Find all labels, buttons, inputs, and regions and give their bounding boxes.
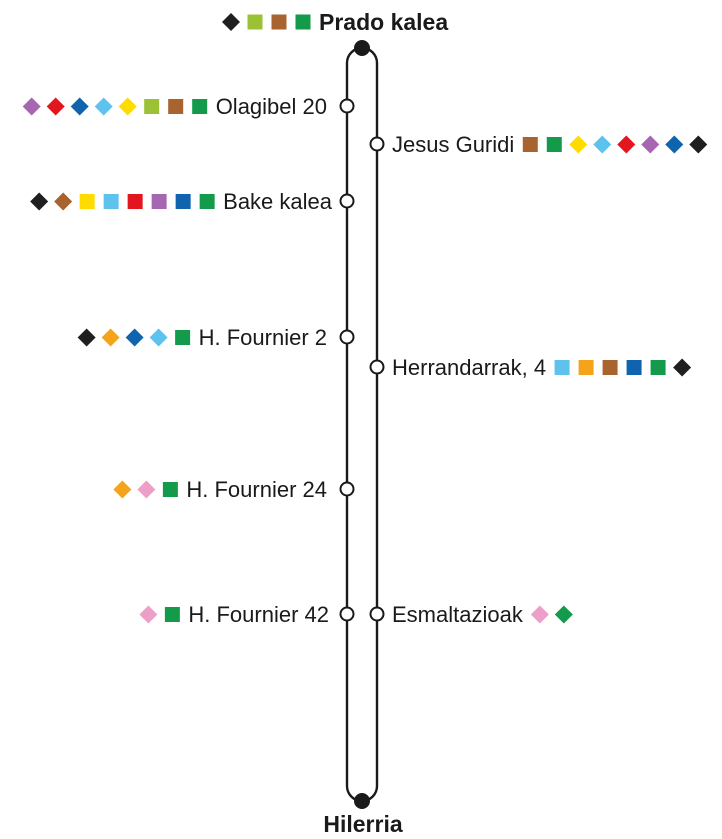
terminus-top-label: Prado kalea: [319, 9, 448, 35]
terminus-bottom-dot: [354, 793, 370, 809]
line-purple-diamond-icon: [22, 97, 41, 116]
stop-line-icons: [139, 605, 180, 624]
stop-jesus-guridi[interactable]: Jesus Guridi: [369, 132, 708, 157]
stop-label: H. Fournier 24: [186, 477, 327, 502]
stop-marker: [339, 481, 355, 497]
terminus-top-dot: [354, 40, 370, 56]
line-pink-diamond-icon: [139, 605, 158, 624]
line-yellow-square-icon: [79, 194, 95, 209]
stop-h-fournier-2[interactable]: H. Fournier 2: [77, 325, 355, 350]
line-orange-diamond-icon: [113, 480, 132, 499]
stop-esmaltazioak[interactable]: Esmaltazioak: [369, 602, 573, 627]
line-yellow-diamond-icon: [569, 135, 588, 154]
line-sky-diamond-icon: [149, 328, 168, 347]
stop-line-icons: [113, 480, 178, 499]
line-green-square-icon: [546, 137, 562, 152]
stop-h-fournier-24[interactable]: H. Fournier 24: [113, 477, 355, 502]
line-yellow-diamond-icon: [118, 97, 137, 116]
stop-line-icons: [30, 192, 215, 211]
stop-marker: [339, 193, 355, 209]
line-red-square-icon: [127, 194, 143, 209]
route-loop-track: [345, 46, 379, 803]
line-red-diamond-icon: [46, 97, 65, 116]
line-blue-square-icon: [175, 194, 191, 209]
line-black-diamond-icon: [30, 192, 49, 211]
line-sky-diamond-icon: [94, 97, 113, 116]
stop-herrandarrak-4[interactable]: Herrandarrak, 4: [369, 355, 692, 380]
line-blue-diamond-icon: [665, 135, 684, 154]
line-sky-square-icon: [554, 360, 570, 375]
stop-h-fournier-42[interactable]: H. Fournier 42: [139, 602, 355, 627]
line-sky-square-icon: [103, 194, 119, 209]
line-green-square-icon: [295, 14, 311, 30]
stop-line-icons: [22, 97, 208, 116]
line-green-square-icon: [162, 482, 178, 497]
line-lime-square-icon: [144, 99, 160, 114]
line-green-square-icon: [164, 607, 180, 622]
terminus-bottom[interactable]: Hilerria: [323, 793, 403, 837]
line-lime-square-icon: [247, 14, 263, 30]
line-brown-square-icon: [271, 14, 287, 30]
stop-marker: [369, 359, 385, 375]
line-black-diamond-icon: [77, 328, 96, 347]
line-black-diamond-icon: [689, 135, 708, 154]
line-sky-diamond-icon: [593, 135, 612, 154]
line-green-square-icon: [192, 99, 208, 114]
stop-label: Jesus Guridi: [392, 132, 514, 157]
stop-line-icons: [554, 358, 692, 377]
stop-label: Bake kalea: [223, 189, 333, 214]
line-pink-diamond-icon: [137, 480, 156, 499]
line-blue-diamond-icon: [70, 97, 89, 116]
stop-line-icons: [77, 328, 191, 347]
line-green-square-icon: [650, 360, 666, 375]
terminus-bottom-label: Hilerria: [323, 811, 402, 837]
stop-label: Olagibel 20: [216, 94, 327, 119]
line-orange-diamond-icon: [101, 328, 120, 347]
stop-marker: [339, 98, 355, 114]
line-purple-diamond-icon: [641, 135, 660, 154]
stop-marker: [369, 606, 385, 622]
stop-bake-kalea[interactable]: Bake kalea: [30, 189, 355, 214]
stop-marker: [339, 329, 355, 345]
line-purple-square-icon: [151, 194, 167, 209]
line-black-diamond-icon: [673, 358, 692, 377]
line-brown-square-icon: [168, 99, 184, 114]
stop-label: H. Fournier 2: [199, 325, 327, 350]
line-blue-diamond-icon: [125, 328, 144, 347]
line-green-diamond-icon: [554, 605, 573, 624]
line-green-square-icon: [175, 330, 191, 345]
line-red-diamond-icon: [617, 135, 636, 154]
stop-marker: [339, 606, 355, 622]
terminus-top-line-icons: [222, 13, 311, 31]
line-blue-square-icon: [626, 360, 642, 375]
line-brown-square-icon: [602, 360, 618, 375]
line-brown-diamond-icon: [54, 192, 73, 211]
line-orange-square-icon: [578, 360, 594, 375]
terminus-top[interactable]: Prado kalea: [222, 9, 448, 56]
stop-marker: [369, 136, 385, 152]
stop-line-icons: [522, 135, 708, 154]
line-brown-square-icon: [522, 137, 538, 152]
stop-label: Esmaltazioak: [392, 602, 524, 627]
line-black-diamond-icon: [222, 13, 240, 31]
stop-line-icons: [530, 605, 573, 624]
stop-label: Herrandarrak, 4: [392, 355, 546, 380]
line-pink-diamond-icon: [530, 605, 549, 624]
stop-olagibel-20[interactable]: Olagibel 20: [22, 94, 355, 119]
stop-label: H. Fournier 42: [188, 602, 329, 627]
line-green-square-icon: [199, 194, 215, 209]
